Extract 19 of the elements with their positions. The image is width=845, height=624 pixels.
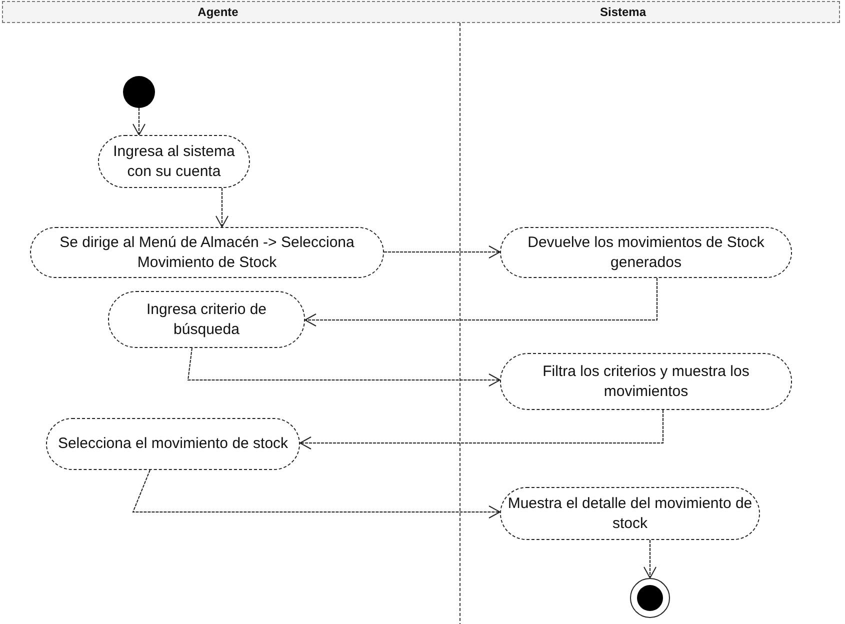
arrow xyxy=(216,188,228,228)
activity-label: Ingresa criterio de búsqueda xyxy=(145,300,268,340)
lane-title: Sistema xyxy=(600,5,646,19)
activity-label: Muestra el detalle del movimiento de stock xyxy=(507,494,753,534)
arrow xyxy=(304,278,658,326)
arrow xyxy=(132,108,146,136)
activity-label: Filtra los criterios y muestra los movimientos xyxy=(542,362,750,402)
arrow xyxy=(132,470,500,518)
initial-node xyxy=(123,76,155,108)
activity-label: Devuelve los movimientos de Stock generados xyxy=(526,232,766,272)
activity-label: Ingresa al sistema con su cuenta xyxy=(112,142,236,182)
arrow xyxy=(187,348,500,386)
final-node xyxy=(630,578,670,618)
activity-label: Selecciona el movimiento de stock xyxy=(58,434,288,454)
activity-label: Se dirige al Menú de Almacén -> Selecciona Movimiento de Stock xyxy=(58,232,356,272)
arrow xyxy=(644,540,656,578)
lane-title: Agente xyxy=(198,5,238,19)
arrow xyxy=(300,410,664,450)
arrow xyxy=(384,246,500,258)
